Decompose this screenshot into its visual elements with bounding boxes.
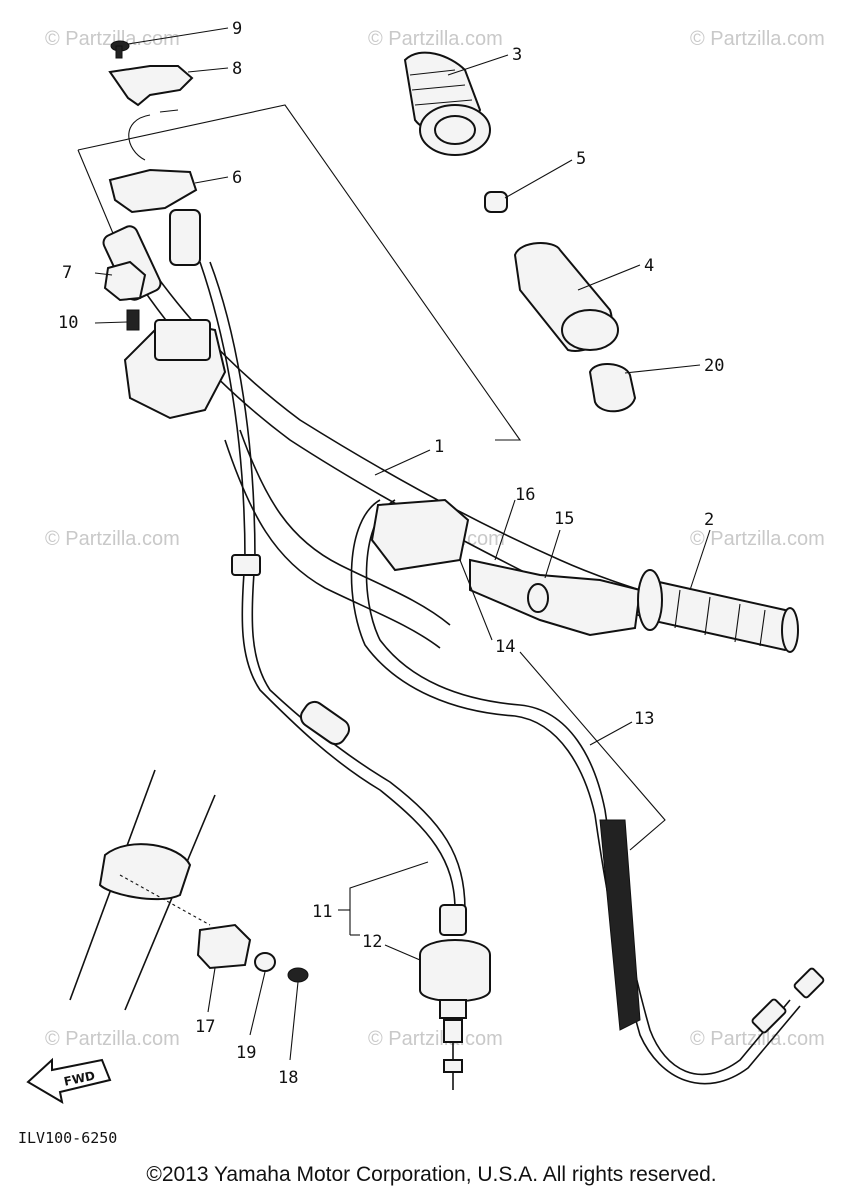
callout-17: 17 [195, 1017, 215, 1037]
left-lever-assembly [103, 40, 227, 420]
throttle-body [370, 498, 470, 572]
screw-shank [115, 45, 123, 59]
watermark: © Partzilla.com [690, 28, 825, 50]
clutch-cable [199, 261, 466, 911]
clamp-plate [103, 260, 147, 302]
cable-coil [599, 819, 641, 1031]
bracket-clamp [108, 168, 198, 214]
callout-19: 19 [236, 1043, 256, 1063]
washer [254, 952, 276, 972]
switch-housing [154, 319, 211, 361]
fwd-arrow-icon: FWD [26, 1057, 112, 1104]
callout-12: 12 [362, 932, 382, 952]
lever-holder [108, 65, 194, 107]
callout-14: 14 [495, 637, 515, 657]
small-parts [484, 191, 637, 413]
callout-6: 6 [232, 168, 242, 188]
screw-icon [287, 967, 309, 983]
left-grip [403, 51, 491, 156]
exploded-view-frame [77, 104, 666, 851]
watermark: © Partzilla.com [368, 1028, 503, 1050]
cable-guide [196, 923, 252, 970]
callouts: 9 8 3 6 5 7 4 10 20 1 16 15 2 14 13 11 1… [58, 19, 724, 1088]
housing-cap [419, 939, 491, 1003]
right-grip [637, 569, 799, 653]
fork-cable-guide [69, 769, 309, 1011]
cable-adjuster [169, 209, 201, 266]
throttle-sleeve [469, 558, 642, 637]
throttle-cable [350, 499, 825, 1085]
watermark: © Partzilla.com [45, 1028, 180, 1050]
callout-3: 3 [512, 45, 522, 65]
fork-clamp [98, 843, 192, 901]
callout-1: 1 [434, 437, 444, 457]
callout-20: 20 [704, 356, 724, 376]
callout-5: 5 [576, 149, 586, 169]
callout-18: 18 [278, 1068, 298, 1088]
watermark: © Partzilla.com [45, 28, 180, 50]
spacer [588, 363, 637, 413]
reference-code: ILV100-6250 [18, 1129, 117, 1147]
callout-15: 15 [554, 509, 574, 529]
grip-body [649, 578, 798, 652]
collar [484, 191, 508, 213]
throttle-housing [419, 904, 491, 1090]
watermark: © Partzilla.com [45, 528, 180, 550]
callout-13: 13 [634, 709, 654, 729]
callout-2: 2 [704, 510, 714, 530]
callout-16: 16 [515, 485, 535, 505]
callout-7: 7 [62, 263, 72, 283]
callout-11: 11 [312, 902, 332, 922]
callout-9: 9 [232, 19, 242, 39]
bolt-icon [126, 309, 140, 331]
watermark: © Partzilla.com [368, 28, 503, 50]
leader-lines [94, 27, 711, 1061]
callout-10: 10 [58, 313, 78, 333]
throttle-grip-assembly [370, 498, 642, 637]
copyright-notice: ©2013 Yamaha Motor Corporation, U.S.A. A… [146, 1163, 717, 1186]
watermark: © Partzilla.com [690, 528, 825, 550]
callout-4: 4 [644, 256, 654, 276]
callout-8: 8 [232, 59, 242, 79]
fwd-label: FWD [63, 1069, 97, 1089]
